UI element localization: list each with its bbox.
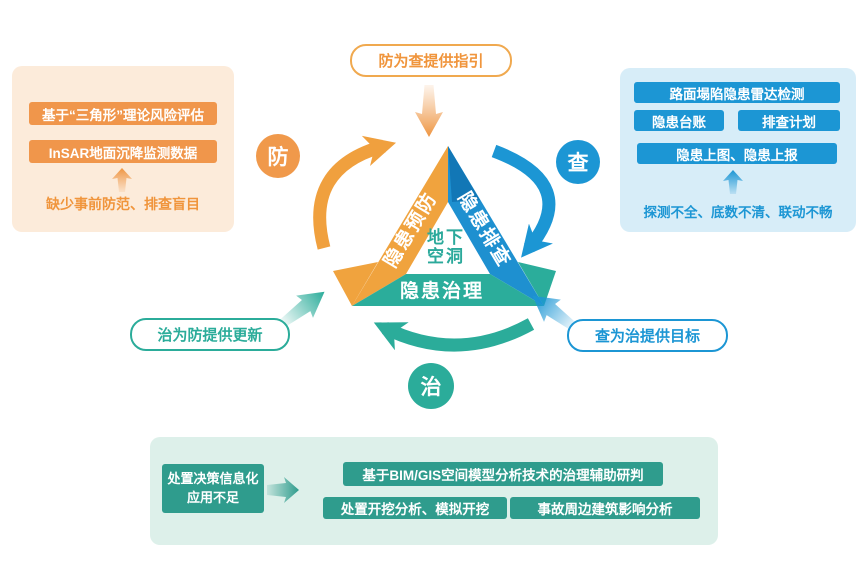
center-label-line1: 地下 <box>427 227 465 247</box>
node-inspect: 查 <box>556 140 600 184</box>
arrow-top-pill-to-triangle <box>415 85 443 137</box>
inspection-item-ledger: 隐患台账 <box>634 110 724 131</box>
arrow-right-panel-up <box>723 170 743 194</box>
pill-inspect-targets-treat: 查为治提供目标 <box>567 319 728 352</box>
inspection-gap-caption: 探测不全、底数不清、联动不畅 <box>643 205 833 220</box>
node-prevent: 防 <box>256 134 300 178</box>
triangle-corner-fold-blue <box>448 146 480 202</box>
arrow-bottom-panel-right <box>267 477 299 503</box>
cycle-arc-inspect <box>491 144 556 258</box>
cycle-arc-prevent <box>313 135 397 250</box>
triangle-band-inspection <box>448 146 544 306</box>
treatment-item-building-impact: 事故周边建筑影响分析 <box>510 497 700 519</box>
triangle-band-treatment <box>352 274 544 306</box>
triangle-corner-tip-orange <box>333 262 378 306</box>
inspection-item-mapping-report: 隐患上图、隐患上报 <box>637 143 837 164</box>
node-treat: 治 <box>408 363 454 409</box>
inspection-item-plan: 排查计划 <box>738 110 840 131</box>
treatment-item-bim-gis: 基于BIM/GIS空间模型分析技术的治理辅助研判 <box>343 462 663 486</box>
cycle-arc-treat <box>373 318 535 352</box>
triangle-band-prevention <box>352 146 448 306</box>
arrow-right-pill-to-triangle <box>532 295 577 331</box>
inspection-item-radar: 路面塌陷隐患雷达检测 <box>634 82 840 103</box>
prevention-item-risk-assessment: 基于“三角形”理论风险评估 <box>29 102 217 125</box>
treatment-panel: 处置决策信息化应用不足 基于BIM/GIS空间模型分析技术的治理辅助研判 处置开… <box>150 437 718 545</box>
arrow-left-pill-to-triangle <box>280 291 325 327</box>
pill-prevent-guides-inspect: 防为查提供指引 <box>350 44 512 77</box>
treatment-item-excavation: 处置开挖分析、模拟开挖 <box>323 497 507 519</box>
treatment-problem-box: 处置决策信息化应用不足 <box>162 464 264 513</box>
prevention-panel: 基于“三角形”理论风险评估 InSAR地面沉降监测数据 缺少事前防范、排查盲目 <box>12 66 234 232</box>
prevention-gap-caption: 缺少事前防范、排查盲目 <box>46 196 200 212</box>
band-label-treatment: 隐患治理 <box>400 279 484 302</box>
triangle-corner-tip-teal <box>518 262 556 306</box>
pill-treat-updates-prevent: 治为防提供更新 <box>130 318 290 351</box>
inspection-panel: 路面塌陷隐患雷达检测 隐患台账 排查计划 隐患上图、隐患上报 探测不全、底数不清… <box>620 68 856 232</box>
prevention-item-insar: InSAR地面沉降监测数据 <box>29 140 217 163</box>
arrow-left-panel-up <box>112 168 132 192</box>
center-label-line2: 空洞 <box>427 246 465 266</box>
